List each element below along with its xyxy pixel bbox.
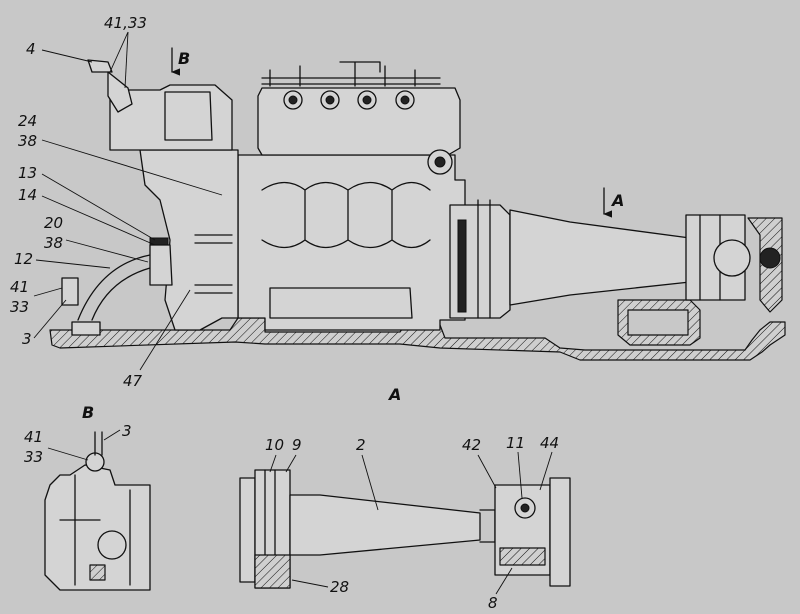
view-b-housing — [44, 464, 151, 591]
view-b — [44, 431, 151, 591]
callout-b3: 3 — [122, 422, 132, 440]
callout-9: 9 — [292, 436, 302, 454]
engine-block-ribs — [261, 181, 431, 249]
view-b-caption: B — [82, 403, 94, 422]
thermostat-cover — [164, 91, 213, 141]
callout-4: 4 — [26, 40, 36, 58]
view-b-callouts: 41 33 3 — [24, 422, 132, 466]
valve-cover-plugs — [283, 90, 415, 110]
callout-47: 47 — [123, 372, 143, 390]
callout-38b: 38 — [44, 234, 63, 252]
main-callouts: 4 41,33 24 38 13 14 20 38 12 41 33 3 47 — [10, 14, 223, 390]
view-b-plug — [97, 530, 127, 560]
pin-4 — [87, 59, 113, 73]
callout-44: 44 — [540, 434, 559, 452]
oil-pan — [269, 287, 413, 319]
callout-3: 3 — [22, 330, 32, 348]
callout-33: 33 — [10, 298, 29, 316]
support-3 — [71, 321, 101, 336]
callout-41: 41 — [10, 278, 29, 296]
view-a-arrow: A — [603, 187, 624, 218]
callout-20: 20 — [44, 214, 63, 232]
cover-20 — [149, 244, 173, 286]
bolt-3 — [61, 277, 79, 306]
front-studs — [194, 234, 233, 294]
arrow-b-label: B — [178, 49, 190, 68]
view-a-shaft — [289, 494, 481, 556]
arrow-a-label: A — [610, 191, 624, 210]
drive-shaft — [509, 209, 691, 306]
callout-13: 13 — [18, 164, 37, 182]
callout-12: 12 — [14, 250, 33, 268]
callout-28: 28 — [330, 578, 349, 596]
frame-rear-box — [617, 299, 701, 346]
callout-38a: 38 — [18, 132, 37, 150]
view-a — [239, 469, 571, 589]
callout-2: 2 — [356, 436, 366, 454]
frame-base — [49, 317, 786, 361]
callout-10: 10 — [265, 436, 284, 454]
view-a-callouts: 10 9 2 42 11 44 28 8 — [265, 434, 559, 612]
pipe-12 — [77, 254, 151, 321]
callout-41-33: 41,33 — [104, 14, 147, 32]
callout-11: 11 — [506, 434, 525, 452]
callout-8: 8 — [488, 594, 498, 612]
fuel-rail — [261, 61, 441, 87]
callout-42: 42 — [462, 436, 481, 454]
view-a-caption: A — [387, 385, 401, 404]
callout-24: 24 — [18, 112, 37, 130]
callout-b41: 41 — [24, 428, 43, 446]
callout-14: 14 — [18, 186, 37, 204]
lever-41-33 — [107, 71, 133, 113]
view-b-bolt-41-33 — [85, 452, 105, 472]
main-view — [49, 59, 786, 361]
view-b-arrow: B — [171, 47, 190, 76]
callout-b33: 33 — [24, 448, 43, 466]
clutch-disc — [457, 219, 467, 313]
